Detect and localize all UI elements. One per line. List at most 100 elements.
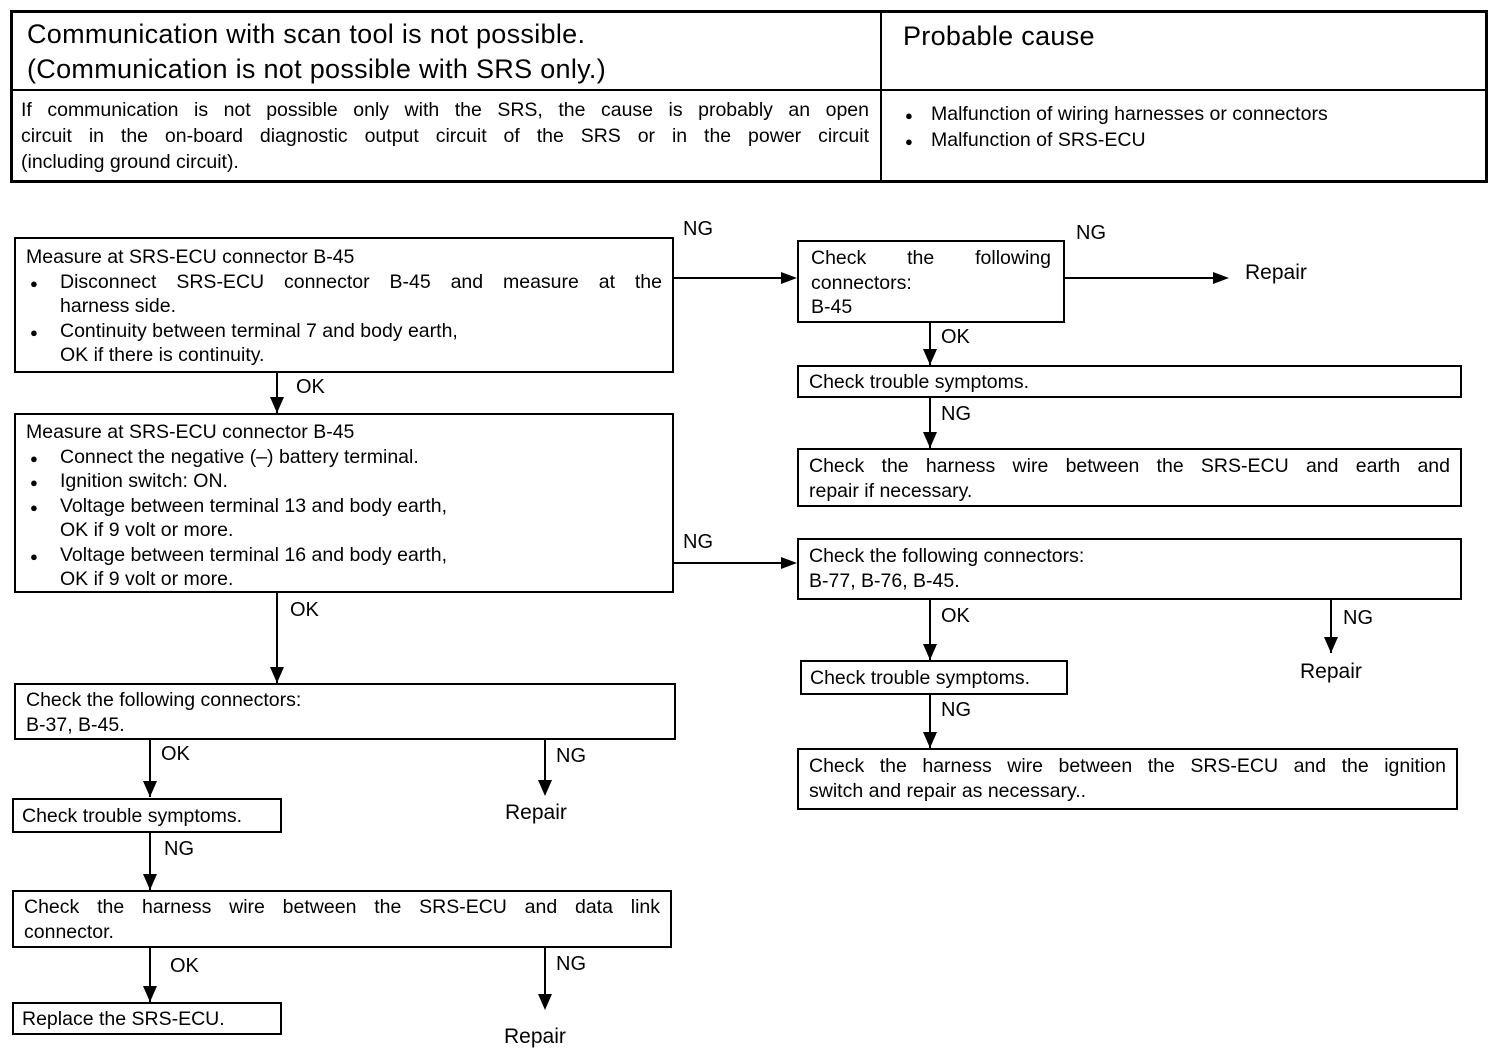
arrowhead-right-icon: [781, 272, 797, 284]
check-connectors-b45-box: Check the following connectors: B-45: [797, 240, 1065, 323]
flow-line-voltage-ng-right: [674, 562, 784, 564]
edge-label-ok: OK: [170, 955, 199, 977]
edge-label-ng: NG: [1343, 607, 1373, 629]
box-text-line: B-37, B-45.: [26, 713, 125, 736]
box-text-line: Connect the negative (–) battery termina…: [26, 445, 662, 471]
repair-terminal: Repair: [1300, 660, 1362, 683]
check-harness-datalink-box: Check the harness wire between the SRS-E…: [12, 890, 672, 948]
edge-label-ok: OK: [296, 376, 325, 398]
flow-line-symptoms-top-ng-down: [929, 398, 931, 448]
problem-definition-table: Communication with scan tool is not poss…: [10, 10, 1488, 183]
probable-cause-header: Probable cause: [903, 21, 1095, 51]
box-text-line: connector.: [24, 920, 114, 943]
edge-label-ok: OK: [941, 326, 970, 348]
arrowhead-down-icon: [923, 644, 937, 660]
box-text-line: Check trouble symptoms.: [810, 667, 1030, 689]
cause-item: Malfunction of SRS-ECU: [905, 127, 1465, 155]
box-text-line: Check the harness wire between the SRS-E…: [809, 455, 1450, 477]
replace-srs-ecu-box: Replace the SRS-ECU.: [12, 1002, 282, 1035]
check-connectors-b77-b76-b45-box: Check the following connectors: B-77, B-…: [797, 538, 1462, 600]
edge-label-ng: NG: [941, 699, 971, 721]
edge-label-ng: NG: [556, 745, 586, 767]
box-text-line: B-77, B-76, B-45.: [809, 569, 960, 592]
edge-label-ng: NG: [683, 218, 713, 240]
flow-line-continuity-ng-right: [674, 277, 784, 279]
box-text-line: Continuity between terminal 7 and body e…: [26, 319, 662, 345]
problem-description: If communication is not possible only wi…: [21, 97, 869, 175]
flow-line-b77-ok-down: [929, 600, 931, 660]
flow-line-b45-ng-right: [1065, 277, 1215, 279]
box-text-line: Check the harness wire between the SRS-E…: [809, 755, 1446, 777]
check-trouble-symptoms-box-mid-right: Check trouble symptoms.: [800, 660, 1068, 695]
flow-line-b77-ng-down: [1330, 600, 1332, 653]
probable-cause-list: Malfunction of wiring harnesses or conne…: [905, 101, 1465, 155]
flow-line-datalink-ok-down: [149, 948, 151, 1002]
edge-label-ng: NG: [1076, 222, 1106, 244]
box-text-line: Check the following: [811, 247, 1051, 269]
arrowhead-right-icon: [1213, 272, 1229, 284]
table-column-divider: [880, 13, 882, 180]
description-line: (including ground circuit).: [21, 151, 239, 173]
box-text-line: Ignition switch: ON.: [26, 469, 662, 495]
arrowhead-down-icon: [923, 349, 937, 365]
arrowhead-right-icon: [781, 557, 797, 569]
check-harness-ignition-box: Check the harness wire between the SRS-E…: [797, 748, 1458, 810]
edge-label-ng: NG: [683, 531, 713, 553]
repair-terminal: Repair: [504, 1025, 566, 1048]
flow-line-b37-ok-down: [149, 740, 151, 797]
arrowhead-down-icon: [270, 667, 284, 683]
box-text-line: harness side.: [60, 295, 176, 317]
flow-line-continuity-ok-down: [276, 373, 278, 413]
arrowhead-down-icon: [143, 781, 157, 797]
box-text-line: B-45: [811, 296, 853, 318]
edge-label-ng: NG: [556, 953, 586, 975]
edge-label-ng: NG: [941, 403, 971, 425]
box-text-line: OK if 9 volt or more.: [60, 519, 234, 541]
box-text-line: connectors:: [811, 271, 912, 294]
box-text-line: Replace the SRS-ECU.: [22, 1008, 225, 1030]
box-text-line: OK if 9 volt or more.: [60, 568, 234, 590]
box-text-line: Measure at SRS-ECU connector B-45: [26, 421, 355, 443]
box-text-line: Voltage between terminal 13 and body ear…: [26, 494, 662, 520]
check-trouble-symptoms-box-top-right: Check trouble symptoms.: [797, 365, 1462, 398]
check-trouble-symptoms-box-left: Check trouble symptoms.: [12, 798, 282, 833]
flow-line-b37-ng-down: [544, 740, 546, 782]
repair-terminal: Repair: [505, 801, 567, 824]
arrowhead-down-icon: [1324, 637, 1338, 653]
box-text-line: switch and repair as necessary..: [809, 779, 1087, 802]
box-text-line: Check the harness wire between the SRS-E…: [24, 896, 660, 918]
box-text-line: OK if there is continuity.: [60, 344, 265, 366]
arrowhead-down-icon: [143, 874, 157, 890]
box-text-line: Check trouble symptoms.: [22, 805, 242, 827]
flow-line-symptoms-mid-ng-down: [929, 695, 931, 748]
box-text-line: Check the following connectors:: [26, 689, 302, 711]
arrowhead-down-icon: [538, 780, 552, 796]
flow-line-datalink-ng-down: [544, 948, 546, 996]
box-text-line: Check trouble symptoms.: [809, 371, 1029, 393]
description-line: circuit in the on-board diagnostic outpu…: [21, 125, 869, 147]
description-line: If communication is not possible only wi…: [21, 99, 869, 121]
edge-label-ok: OK: [941, 605, 970, 627]
measure-continuity-box: Measure at SRS-ECU connector B-45 Discon…: [14, 237, 674, 373]
flow-line-voltage-ok-down: [276, 593, 278, 683]
arrowhead-down-icon: [270, 397, 284, 413]
problem-title: Communication with scan tool is not poss…: [27, 17, 867, 87]
edge-label-ng: NG: [164, 838, 194, 860]
box-text-line: Check the following connectors:: [809, 545, 1085, 567]
arrowhead-down-icon: [923, 432, 937, 448]
edge-label-ok: OK: [290, 599, 319, 621]
problem-title-line2: (Communication is not possible with SRS …: [27, 54, 607, 84]
problem-title-line1: Communication with scan tool is not poss…: [27, 19, 586, 49]
box-text-line: Measure at SRS-ECU connector B-45: [26, 246, 355, 268]
arrowhead-down-icon: [923, 732, 937, 748]
measure-voltage-box: Measure at SRS-ECU connector B-45 Connec…: [14, 413, 674, 593]
arrowhead-down-icon: [143, 986, 157, 1002]
cause-item: Malfunction of wiring harnesses or conne…: [905, 101, 1465, 129]
flow-line-b45-ok-down: [929, 323, 931, 365]
flow-line-symptoms-left-ng-down: [149, 833, 151, 890]
box-text-line: Disconnect SRS-ECU connector B-45 and me…: [26, 270, 662, 296]
box-text-line: Voltage between terminal 16 and body ear…: [26, 543, 662, 569]
arrowhead-down-icon: [538, 994, 552, 1010]
box-text-line: repair if necessary.: [809, 479, 973, 502]
